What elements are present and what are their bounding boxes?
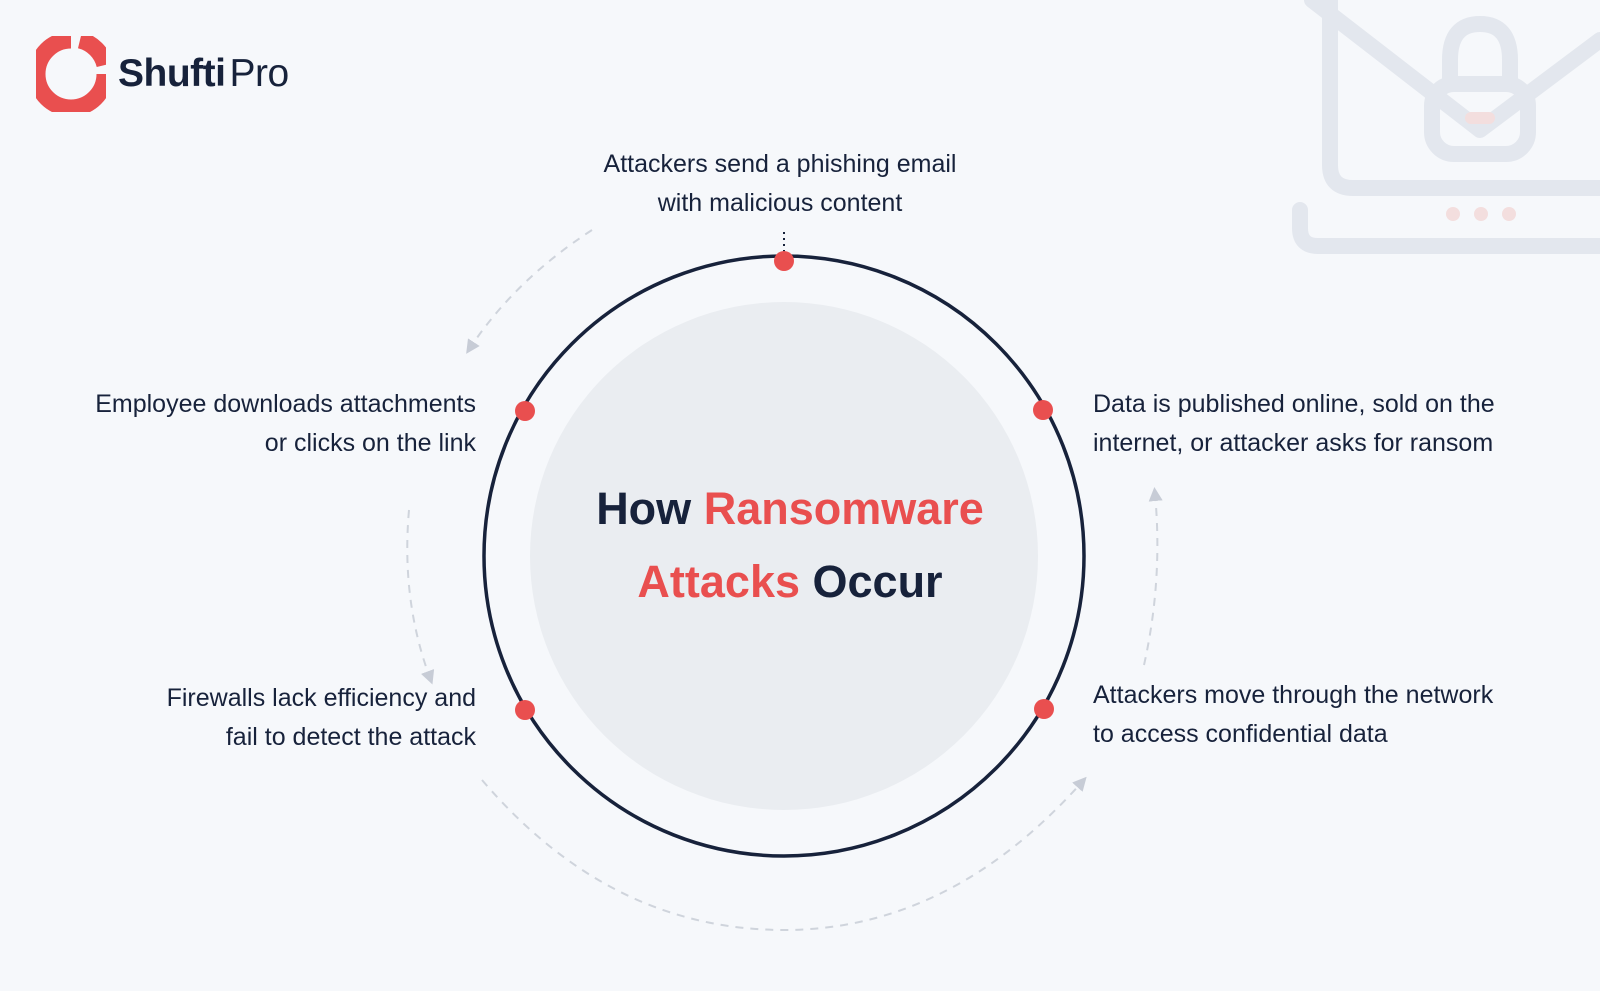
step-4-line-1: Attackers move through the network — [1093, 681, 1494, 709]
step-label-5: Data is published online, sold on the in… — [1093, 385, 1593, 463]
step-2-line-2: or clicks on the link — [264, 429, 476, 457]
title-word-how: How — [596, 483, 692, 534]
brand-name-light: Pro — [229, 52, 289, 95]
step-1-line-2: with malicious content — [657, 189, 903, 217]
step-label-4: Attackers move through the network to ac… — [1093, 676, 1593, 754]
center-title-line-1: How Ransomware — [530, 472, 1050, 545]
step-node-5 — [1033, 400, 1053, 420]
step-3-line-1: Firewalls lack efficiency and — [166, 684, 476, 712]
flow-arrow-3 — [481, 776, 1087, 932]
step-4-line-2: to access confidential data — [1093, 720, 1388, 748]
title-word-attacks: Attacks — [637, 556, 800, 607]
brand-name-bold: Shufti — [118, 52, 226, 95]
laptop-dot — [1502, 207, 1516, 221]
step-label-3: Firewalls lack efficiency and fail to de… — [20, 679, 476, 757]
center-title-line-2: Attacks Occur — [530, 545, 1050, 618]
step-5-line-1: Data is published online, sold on the — [1093, 390, 1495, 418]
step-2-line-1: Employee downloads attachments — [95, 390, 476, 418]
step-node-1 — [774, 251, 794, 271]
brand-logo-icon — [36, 36, 106, 112]
center-disk — [530, 302, 1038, 810]
step-1-line-1: Attackers send a phishing email — [603, 150, 957, 178]
flow-arrow-4 — [1143, 487, 1163, 666]
center-title: How Ransomware Attacks Occur — [530, 472, 1050, 618]
laptop-email-lock-icon — [1292, 0, 1600, 254]
step-label-2: Employee downloads attachments or clicks… — [20, 385, 476, 463]
lock-keyhole — [1465, 112, 1495, 124]
flow-arrow-1 — [466, 229, 593, 354]
laptop-dot — [1446, 207, 1460, 221]
title-word-occur: Occur — [812, 556, 943, 607]
step-node-3 — [515, 700, 535, 720]
step-node-4 — [1034, 699, 1054, 719]
step-3-line-2: fail to detect the attack — [225, 723, 476, 751]
step-label-1: Attackers send a phishing email with mal… — [500, 145, 1060, 223]
flow-arrow-2 — [406, 509, 435, 685]
step-5-line-2: internet, or attacker asks for ransom — [1093, 429, 1494, 457]
title-word-ransomware: Ransomware — [703, 483, 984, 534]
laptop-dot — [1474, 207, 1488, 221]
step-node-2 — [515, 401, 535, 421]
